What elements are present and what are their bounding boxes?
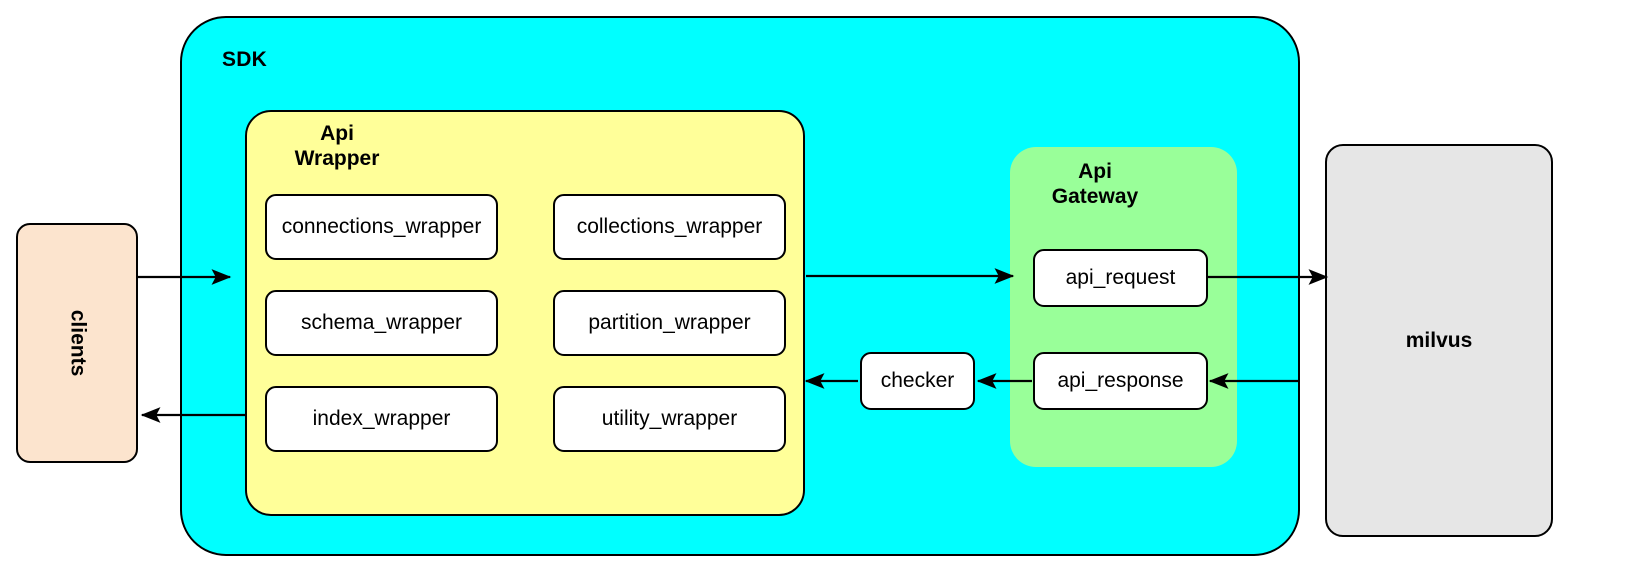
checker-box[interactable]: checker (860, 352, 975, 410)
api-wrapper-label-line2: Wrapper (294, 146, 380, 170)
utility-wrapper-box[interactable]: utility_wrapper (553, 386, 786, 452)
clients-label: clients (66, 309, 89, 377)
api-gateway-label-line2: Gateway (1051, 184, 1139, 208)
index-wrapper-box[interactable]: index_wrapper (265, 386, 498, 452)
partition-wrapper-box[interactable]: partition_wrapper (553, 290, 786, 356)
api-gateway-container[interactable]: Api Gateway (1010, 147, 1237, 467)
api-request-box[interactable]: api_request (1033, 249, 1208, 307)
api-gateway-label: Api Gateway (1010, 160, 1180, 210)
milvus-box[interactable]: milvus (1325, 144, 1553, 537)
api-wrapper-label-line1: Api (320, 122, 354, 145)
api-response-box[interactable]: api_response (1033, 352, 1208, 410)
connections-wrapper-box[interactable]: connections_wrapper (265, 194, 498, 260)
sdk-label: SDK (222, 48, 267, 71)
collections-wrapper-box[interactable]: collections_wrapper (553, 194, 786, 260)
api-gateway-label-line1: Api (1078, 160, 1112, 183)
clients-box[interactable]: clients (16, 223, 138, 463)
api-wrapper-label: Api Wrapper (247, 122, 427, 172)
schema-wrapper-box[interactable]: schema_wrapper (265, 290, 498, 356)
